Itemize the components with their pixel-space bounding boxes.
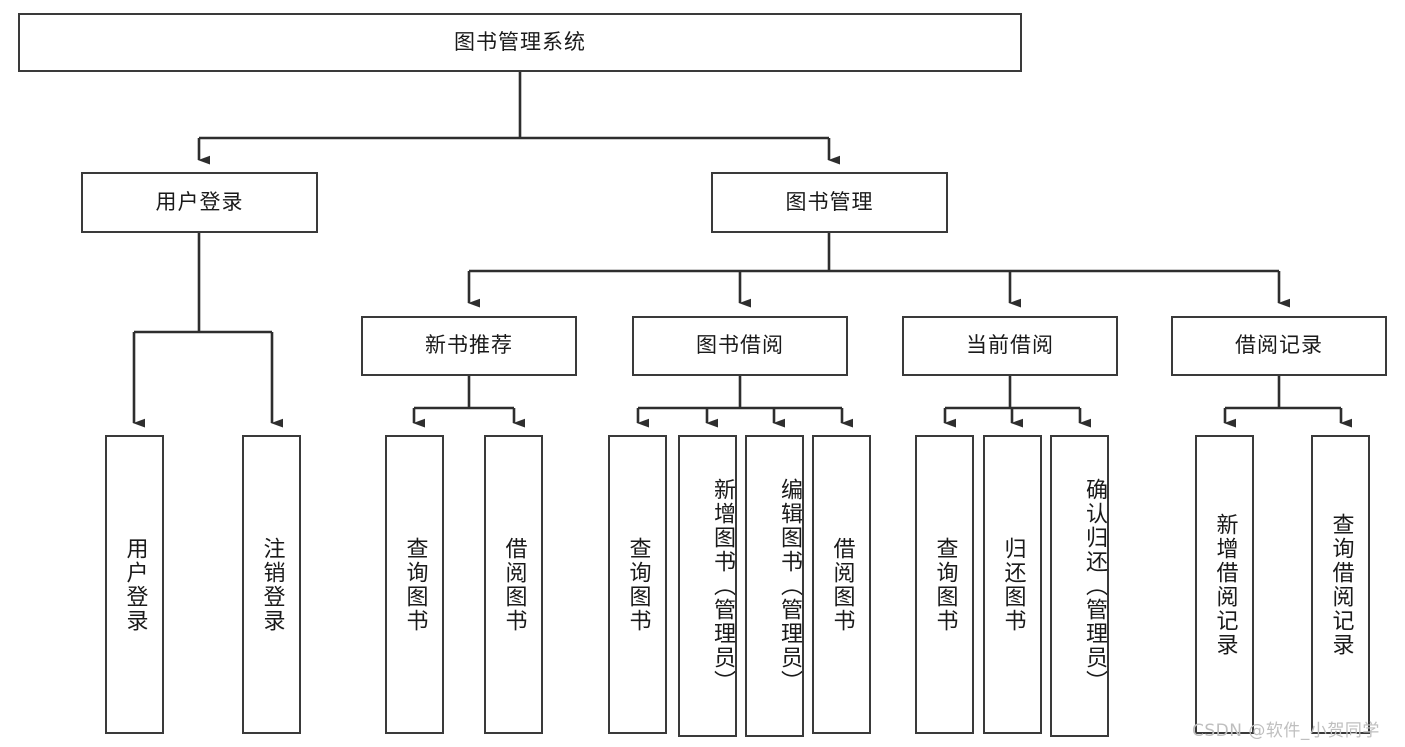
node-leaf-edit-book[interactable]: 编辑图书（管理员） [745,435,804,737]
node-borrow-record[interactable]: 借阅记录 [1171,316,1387,376]
node-leaf-add-record[interactable]: 新增借阅记录 [1195,435,1254,734]
node-book-manage[interactable]: 图书管理 [711,172,948,233]
node-leaf-borrow-book-1[interactable]: 借阅图书 [484,435,543,734]
node-leaf-logout-login-label: 注销登录 [259,536,285,633]
csdn-watermark: CSDN @软件_小贺同学 [1192,721,1380,741]
node-leaf-confirm-return[interactable]: 确认归还（管理员） [1050,435,1109,737]
node-current-borrow-label: 当前借阅 [966,333,1054,358]
node-root-system-label: 图书管理系统 [454,29,586,54]
node-leaf-add-book-label: 新增图书（管理员） [710,478,735,694]
node-leaf-query-record-label: 查询借阅记录 [1328,512,1354,657]
node-leaf-logout-login[interactable]: 注销登录 [242,435,301,734]
node-leaf-user-login[interactable]: 用户登录 [105,435,164,734]
node-leaf-query-book-3[interactable]: 查询图书 [915,435,974,734]
node-leaf-confirm-return-label: 确认归还（管理员） [1082,478,1107,694]
node-leaf-return-book-label: 归还图书 [1000,536,1026,633]
node-leaf-query-book-2-label: 查询图书 [625,536,651,633]
node-borrow-record-label: 借阅记录 [1235,333,1323,358]
node-leaf-return-book[interactable]: 归还图书 [983,435,1042,734]
node-leaf-borrow-book-2[interactable]: 借阅图书 [812,435,871,734]
node-user-login[interactable]: 用户登录 [81,172,318,233]
node-book-borrow[interactable]: 图书借阅 [632,316,848,376]
node-new-book-recommend-label: 新书推荐 [425,333,513,358]
node-leaf-borrow-book-1-label: 借阅图书 [501,536,527,633]
node-leaf-query-record[interactable]: 查询借阅记录 [1311,435,1370,734]
node-leaf-query-book-2[interactable]: 查询图书 [608,435,667,734]
node-leaf-add-record-label: 新增借阅记录 [1212,512,1238,657]
node-root-system[interactable]: 图书管理系统 [18,13,1022,72]
node-leaf-add-book[interactable]: 新增图书（管理员） [678,435,737,737]
node-book-manage-label: 图书管理 [785,189,874,214]
node-leaf-user-login-label: 用户登录 [122,536,148,633]
node-user-login-label: 用户登录 [155,189,244,214]
node-book-borrow-label: 图书借阅 [696,333,784,358]
node-leaf-edit-book-label: 编辑图书（管理员） [777,478,802,694]
node-current-borrow[interactable]: 当前借阅 [902,316,1118,376]
node-leaf-query-book-1-label: 查询图书 [402,536,428,633]
node-leaf-borrow-book-2-label: 借阅图书 [829,536,855,633]
node-new-book-recommend[interactable]: 新书推荐 [361,316,577,376]
node-leaf-query-book-1[interactable]: 查询图书 [385,435,444,734]
node-leaf-query-book-3-label: 查询图书 [932,536,958,633]
